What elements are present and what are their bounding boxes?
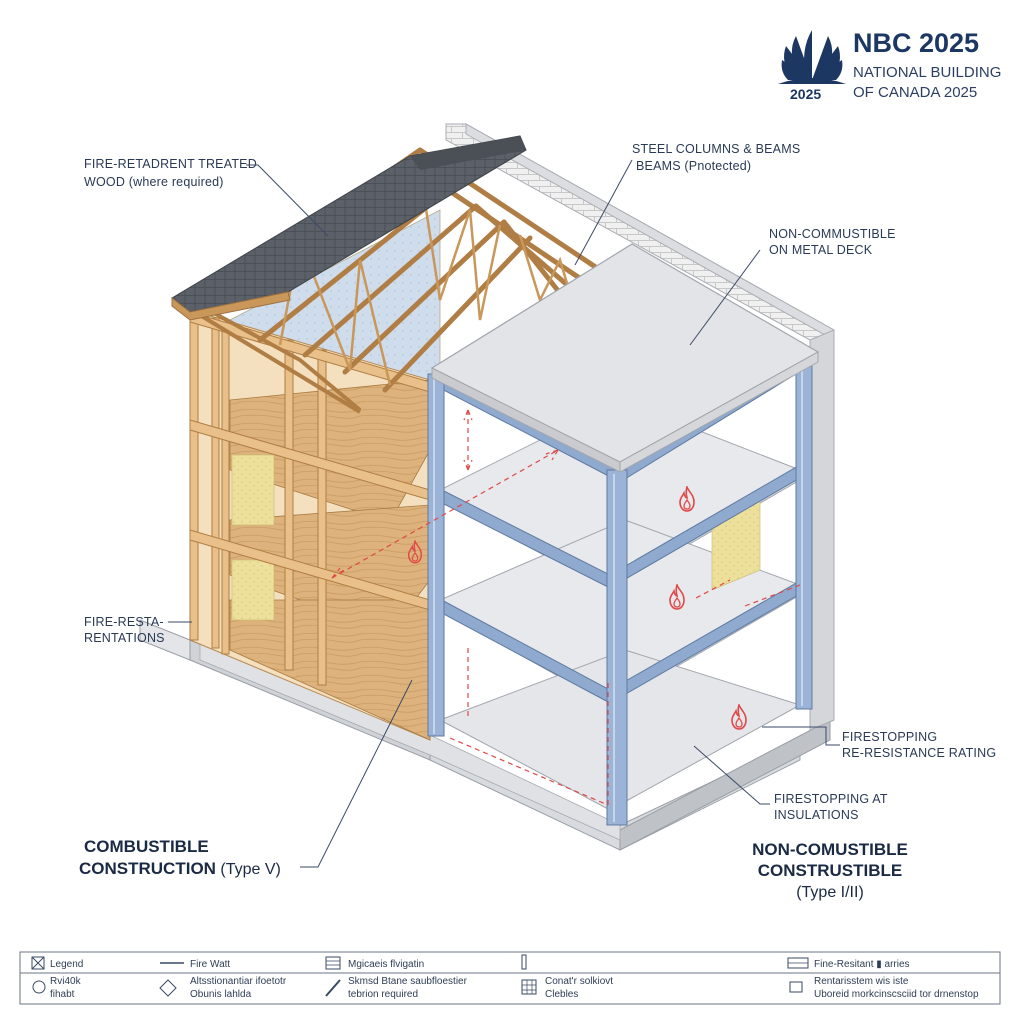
svg-text:CONSTRUSTIBLE: CONSTRUSTIBLE — [758, 861, 903, 880]
callout-firestop-insulation: FIRESTOPPING AT INSULATIONS — [693, 745, 888, 822]
svg-text:RENTATIONS: RENTATIONS — [84, 631, 165, 645]
svg-text:FIRESTOPPING: FIRESTOPPING — [842, 730, 937, 744]
svg-text:Rentarisstem wis iste: Rentarisstem wis iste — [814, 976, 909, 987]
svg-text:WOOD (where required): WOOD (where required) — [84, 175, 224, 189]
svg-text:Legend: Legend — [50, 959, 83, 970]
brand-logo: 2025 NBC 2025 NATIONAL BUILDING OF CANAD… — [778, 28, 1001, 102]
svg-text:BEAMS (Pnotected): BEAMS (Pnotected) — [636, 159, 751, 173]
svg-text:Fine-Resitant ▮ arries: Fine-Resitant ▮ arries — [814, 959, 910, 970]
pitched-roof — [171, 135, 603, 414]
svg-text:Uboreid morkcinscsciid tor drn: Uboreid morkcinscsciid tor drnenstop — [814, 989, 979, 1000]
svg-text:Obunis lahlda: Obunis lahlda — [190, 989, 252, 1000]
legend-circle-icon — [32, 980, 46, 994]
svg-text:CONSTRUCTION (Type V): CONSTRUCTION (Type V) — [79, 859, 281, 878]
callout-steel-columns: STEEL COLUMNS & BEAMS BEAMS (Pnotected) — [574, 142, 800, 266]
brand-title: NBC 2025 — [853, 28, 979, 58]
svg-text:INSULATIONS: INSULATIONS — [774, 808, 859, 822]
legend-hatch-icon — [787, 957, 809, 969]
legend-bar-icon — [521, 954, 527, 970]
callout-noncomb-deck: NON-COMMUSTIBLE ON METAL DECK — [689, 227, 896, 346]
svg-text:tebrion required: tebrion required — [348, 989, 418, 1000]
legend-grid-icon — [325, 956, 341, 970]
legend-box-icon — [31, 956, 45, 970]
svg-text:Mgicaeis flvigatin: Mgicaeis flvigatin — [348, 959, 424, 970]
svg-text:Conat'r solkiovt: Conat'r solkiovt — [545, 976, 613, 987]
svg-text:NON-COMUSTIBLE: NON-COMUSTIBLE — [752, 840, 908, 859]
legend-small-box-icon — [789, 981, 803, 993]
svg-text:FIRE-RESTA-: FIRE-RESTA- — [84, 615, 164, 629]
fire-separation-lines — [331, 409, 801, 806]
svg-text:STEEL COLUMNS & BEAMS: STEEL COLUMNS & BEAMS — [632, 142, 800, 156]
callout-fire-retardant: FIRE-RETADRENT TREATED WOOD (where requi… — [84, 157, 329, 237]
callout-firestop-rating: FIRESTOPPING RE-RESISTANCE RATING — [762, 726, 996, 760]
svg-text:ON METAL DECK: ON METAL DECK — [769, 243, 873, 257]
svg-text:Altsstionantiar ifoetotr: Altsstionantiar ifoetotr — [190, 976, 287, 987]
svg-text:fihabt: fihabt — [50, 989, 75, 1000]
callout-fire-resta: FIRE-RESTA- RENTATIONS — [84, 615, 192, 645]
svg-text:RE-RESISTANCE RATING: RE-RESISTANCE RATING — [842, 746, 996, 760]
masonry-wall — [445, 123, 835, 731]
brand-shell-icon — [778, 30, 846, 84]
foundation — [139, 619, 831, 851]
brand-year: 2025 — [790, 86, 821, 102]
svg-text:Rvi40k: Rvi40k — [50, 976, 82, 987]
svg-text:Fire Watt: Fire Watt — [190, 959, 230, 970]
brand-subtitle-1: NATIONAL BUILDING — [853, 64, 1001, 81]
svg-text:Skmsd Btane saubfloestier: Skmsd Btane saubfloestier — [348, 976, 468, 987]
svg-text:(Type I/II): (Type I/II) — [796, 884, 864, 901]
title-noncombustible: NON-COMUSTIBLE CONSTRUSTIBLE (Type I/II) — [752, 840, 908, 901]
legend-diamond-icon — [159, 979, 177, 997]
brand-subtitle-2: OF CANADA 2025 — [853, 84, 977, 101]
svg-text:FIRESTOPPING AT: FIRESTOPPING AT — [774, 792, 888, 806]
legend: Legend Fire Watt Mgicaeis flvigatin Fine… — [19, 951, 1001, 1005]
legend-table-icon — [521, 979, 537, 995]
legend-pencil-icon — [325, 979, 341, 997]
svg-text:Clebles: Clebles — [545, 989, 578, 1000]
title-combustible: COMBUSTIBLE CONSTRUCTION (Type V) — [79, 679, 413, 878]
svg-text:FIRE-RETADRENT TREATED: FIRE-RETADRENT TREATED — [84, 157, 257, 171]
steel-frame-section — [427, 243, 820, 826]
svg-text:COMBUSTIBLE: COMBUSTIBLE — [84, 837, 209, 856]
svg-text:NON-COMMUSTIBLE: NON-COMMUSTIBLE — [769, 227, 896, 241]
